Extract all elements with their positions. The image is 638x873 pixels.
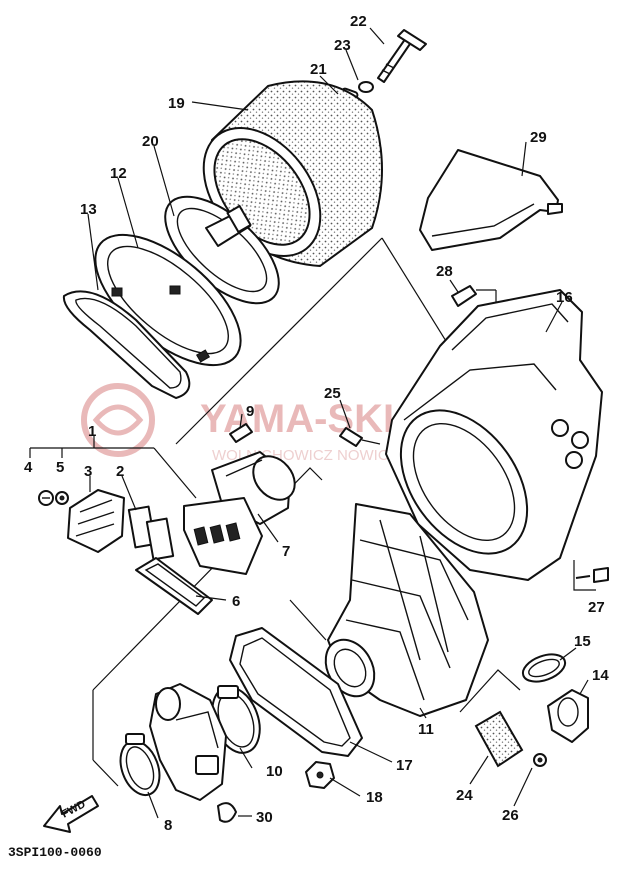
part-19-air-filter-element [202,80,383,268]
callout-19: 19 [168,95,185,112]
callout-7: 7 [282,543,290,560]
callout-4: 4 [24,459,33,476]
callout-20: 20 [142,133,159,150]
part-25-screw [339,427,381,447]
callout-2: 2 [116,463,124,480]
callout-1: 1 [88,423,96,440]
callout-5: 5 [56,459,64,476]
part-27-bolt [575,567,609,583]
callout-30: 30 [256,809,273,826]
callout-26: 26 [502,807,519,824]
callout-8: 8 [164,817,172,834]
callout-18: 18 [366,789,383,806]
part-23-washer [358,81,374,93]
fwd-arrow-icon: FWD [43,795,99,833]
callout-6: 6 [232,593,240,610]
part-1-reed-valve-assembly [183,497,263,575]
part-24-damper [474,710,524,768]
part-15-seal [521,653,567,683]
callout-27: 27 [588,599,605,616]
callout-9: 9 [246,403,254,420]
part-30-clip [217,802,252,823]
callout-24: 24 [456,787,473,804]
part-18-nut [305,761,335,789]
part-4-screw [38,490,54,506]
callout-21: 21 [310,61,327,78]
callout-12: 12 [110,165,127,182]
leader-lines [29,27,589,819]
part-5-washer [55,491,69,505]
callout-28: 28 [436,263,453,280]
part-7-intake-joint [211,451,296,525]
callout-15: 15 [574,633,591,650]
callout-25: 25 [324,385,341,402]
part-2-reed-valve [127,505,175,561]
callout-3: 3 [84,463,92,480]
callout-13: 13 [80,201,97,218]
part-8-hose-clamp [119,733,161,797]
part-29-side-cover [419,149,563,251]
part-11-air-filter-joint [324,503,489,717]
callout-16: 16 [556,289,573,306]
part-6-reed-gasket [135,557,213,615]
part-13-gasket [62,290,191,399]
callout-22: 22 [350,13,367,30]
callout-10: 10 [266,763,283,780]
callout-11: 11 [418,721,434,738]
part-22-bolt [377,29,427,83]
callouts: 22 23 21 19 20 12 13 29 28 16 25 9 1 4 5… [24,13,609,834]
watermark-logo-icon [81,383,155,457]
callout-17: 17 [396,757,413,774]
callout-23: 23 [334,37,351,54]
part-17-joint-gasket [229,627,363,757]
callout-29: 29 [530,129,547,146]
part-26-washer [533,753,547,767]
part-3-valve-stopper [67,489,125,553]
part-14-grommet [547,689,589,743]
carburetor-body [149,683,227,801]
diagram-code: 3SPI100-0060 [8,845,102,860]
callout-14: 14 [592,667,609,684]
part-16-air-filter-case [385,289,603,581]
